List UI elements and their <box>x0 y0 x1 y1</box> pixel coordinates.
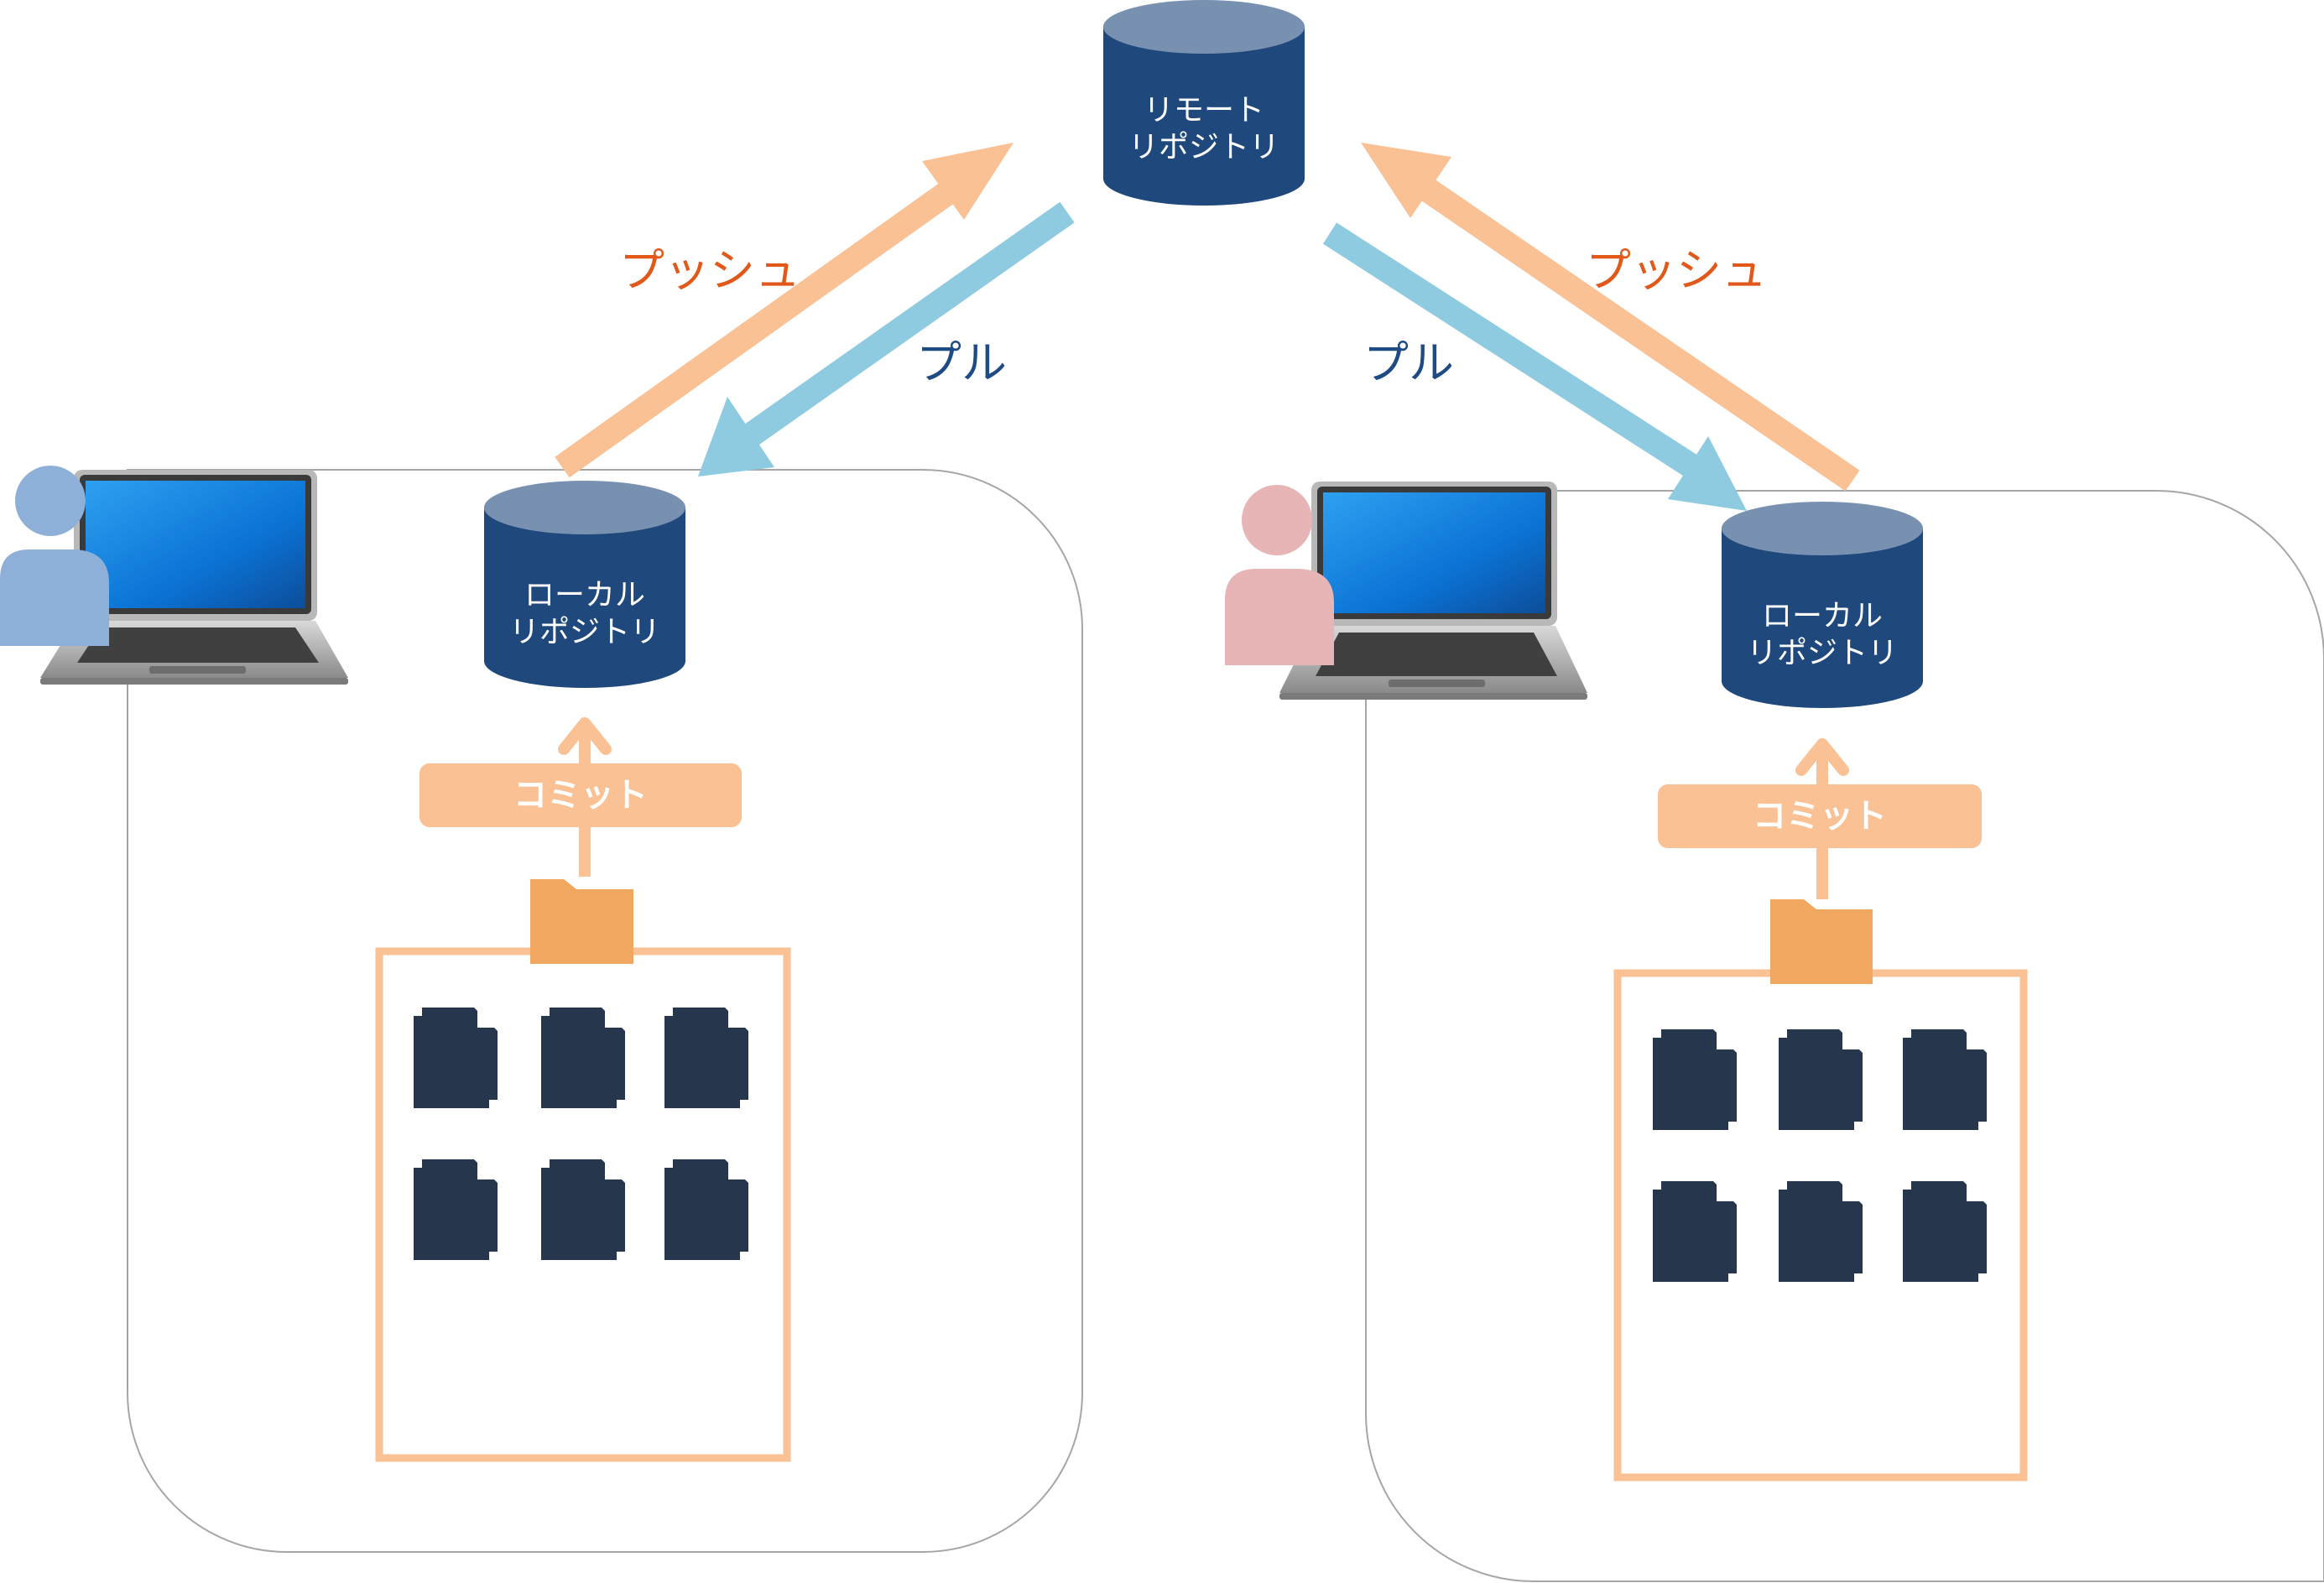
left-pull-label: プル <box>916 336 1007 389</box>
left-commit-box <box>419 763 742 827</box>
right-local-repository-label-line1: ローカル <box>1761 599 1883 633</box>
file-icon <box>1653 1029 1737 1130</box>
right-local-repository-icon <box>1722 502 1923 708</box>
right-laptop-icon <box>1279 482 1587 700</box>
right-push-arrow <box>1361 143 1860 492</box>
remote-repository-label-line2: リポジトリ <box>1128 130 1279 164</box>
file-icon <box>1653 1181 1737 1282</box>
right-pull-label: プル <box>1363 336 1454 389</box>
file-icon <box>541 1159 625 1260</box>
left-file-icons <box>414 1008 748 1260</box>
left-user-icon <box>0 466 109 646</box>
right-file-icons <box>1653 1029 1987 1282</box>
left-local-repository-label-line2: リポジトリ <box>508 615 660 649</box>
right-push-label: プッシュ <box>1586 244 1767 297</box>
file-icon <box>1903 1181 1987 1282</box>
file-icon <box>664 1159 748 1260</box>
left-push-label: プッシュ <box>619 244 800 297</box>
right-pull-arrow <box>1322 222 1747 511</box>
left-push-arrow <box>555 143 1013 478</box>
file-icon <box>1779 1029 1863 1130</box>
file-icon <box>414 1008 498 1108</box>
left-laptop-icon <box>40 470 348 685</box>
right-commit-label: コミット <box>1753 797 1887 836</box>
left-folder-icon <box>530 879 633 964</box>
right-commit-box <box>1658 784 1982 848</box>
remote-repository-label-line1: リモート <box>1143 93 1264 128</box>
right-workspace-frame <box>1365 490 2324 1582</box>
left-workspace-frame <box>127 469 1083 1553</box>
file-icon <box>1779 1181 1863 1282</box>
file-icon <box>664 1008 748 1108</box>
left-local-repository-label-line1: ローカル <box>524 578 645 612</box>
file-icon <box>541 1008 625 1108</box>
remote-repository-icon <box>1103 0 1305 206</box>
file-icon <box>1903 1029 1987 1130</box>
file-icon <box>414 1159 498 1260</box>
left-commit-label: コミット <box>513 776 648 815</box>
right-local-repository-label-line2: リポジトリ <box>1746 636 1898 670</box>
right-folder-icon <box>1770 899 1873 984</box>
left-local-repository-icon <box>484 481 685 688</box>
right-user-icon <box>1225 485 1334 665</box>
left-pull-arrow <box>698 201 1075 476</box>
